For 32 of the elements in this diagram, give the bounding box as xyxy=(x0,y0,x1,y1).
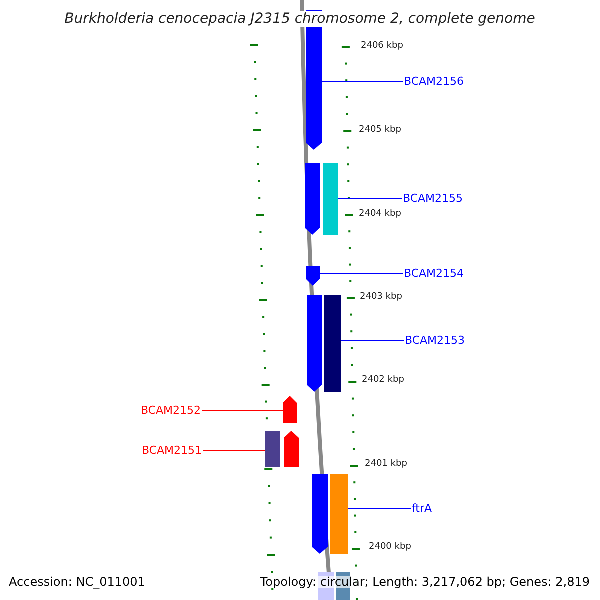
gene-feature xyxy=(284,431,299,467)
leader-line xyxy=(348,508,412,510)
scale-label: 2401 kbp xyxy=(365,460,408,469)
accession-text: Accession: NC_011001 xyxy=(9,576,146,588)
gene-label: BCAM2152 xyxy=(140,405,201,416)
scale-label: 2405 kbp xyxy=(359,126,402,135)
leader-line xyxy=(338,198,402,200)
gene-label: BCAM2153 xyxy=(405,335,466,346)
scale-label: 2403 kbp xyxy=(360,293,402,302)
leader-line xyxy=(340,340,404,342)
leader-line xyxy=(202,410,284,412)
gene-feature xyxy=(312,474,328,554)
gene-feature xyxy=(324,295,341,392)
scale-label: 2400 kbp xyxy=(369,543,412,552)
scale-label: 2406 kbp xyxy=(361,42,404,51)
gene-feature xyxy=(265,431,280,467)
gene-feature xyxy=(323,163,338,235)
gene-label: BCAM2154 xyxy=(404,268,464,279)
gene-feature xyxy=(283,396,297,423)
gene-feature xyxy=(306,266,320,286)
gene-feature xyxy=(330,474,348,554)
title: Burkholderia cenocepacia J2315 chromosome 2, complete genome xyxy=(62,11,538,27)
scale-label: 2402 kbp xyxy=(362,376,404,385)
leader-line xyxy=(202,450,266,452)
scale-label: 2404 kbp xyxy=(359,210,402,219)
gene-label: BCAM2151 xyxy=(142,445,202,456)
genome-info-text: Topology: circular; Length: 3,217,062 bp; Genes: 2,819 xyxy=(260,576,590,588)
gene-label: BCAM2156 xyxy=(404,76,464,87)
gene-label: BCAM2155 xyxy=(403,193,464,204)
gene-label: ftrA xyxy=(412,503,432,514)
gene-feature xyxy=(305,163,320,235)
gene-feature xyxy=(307,295,322,392)
